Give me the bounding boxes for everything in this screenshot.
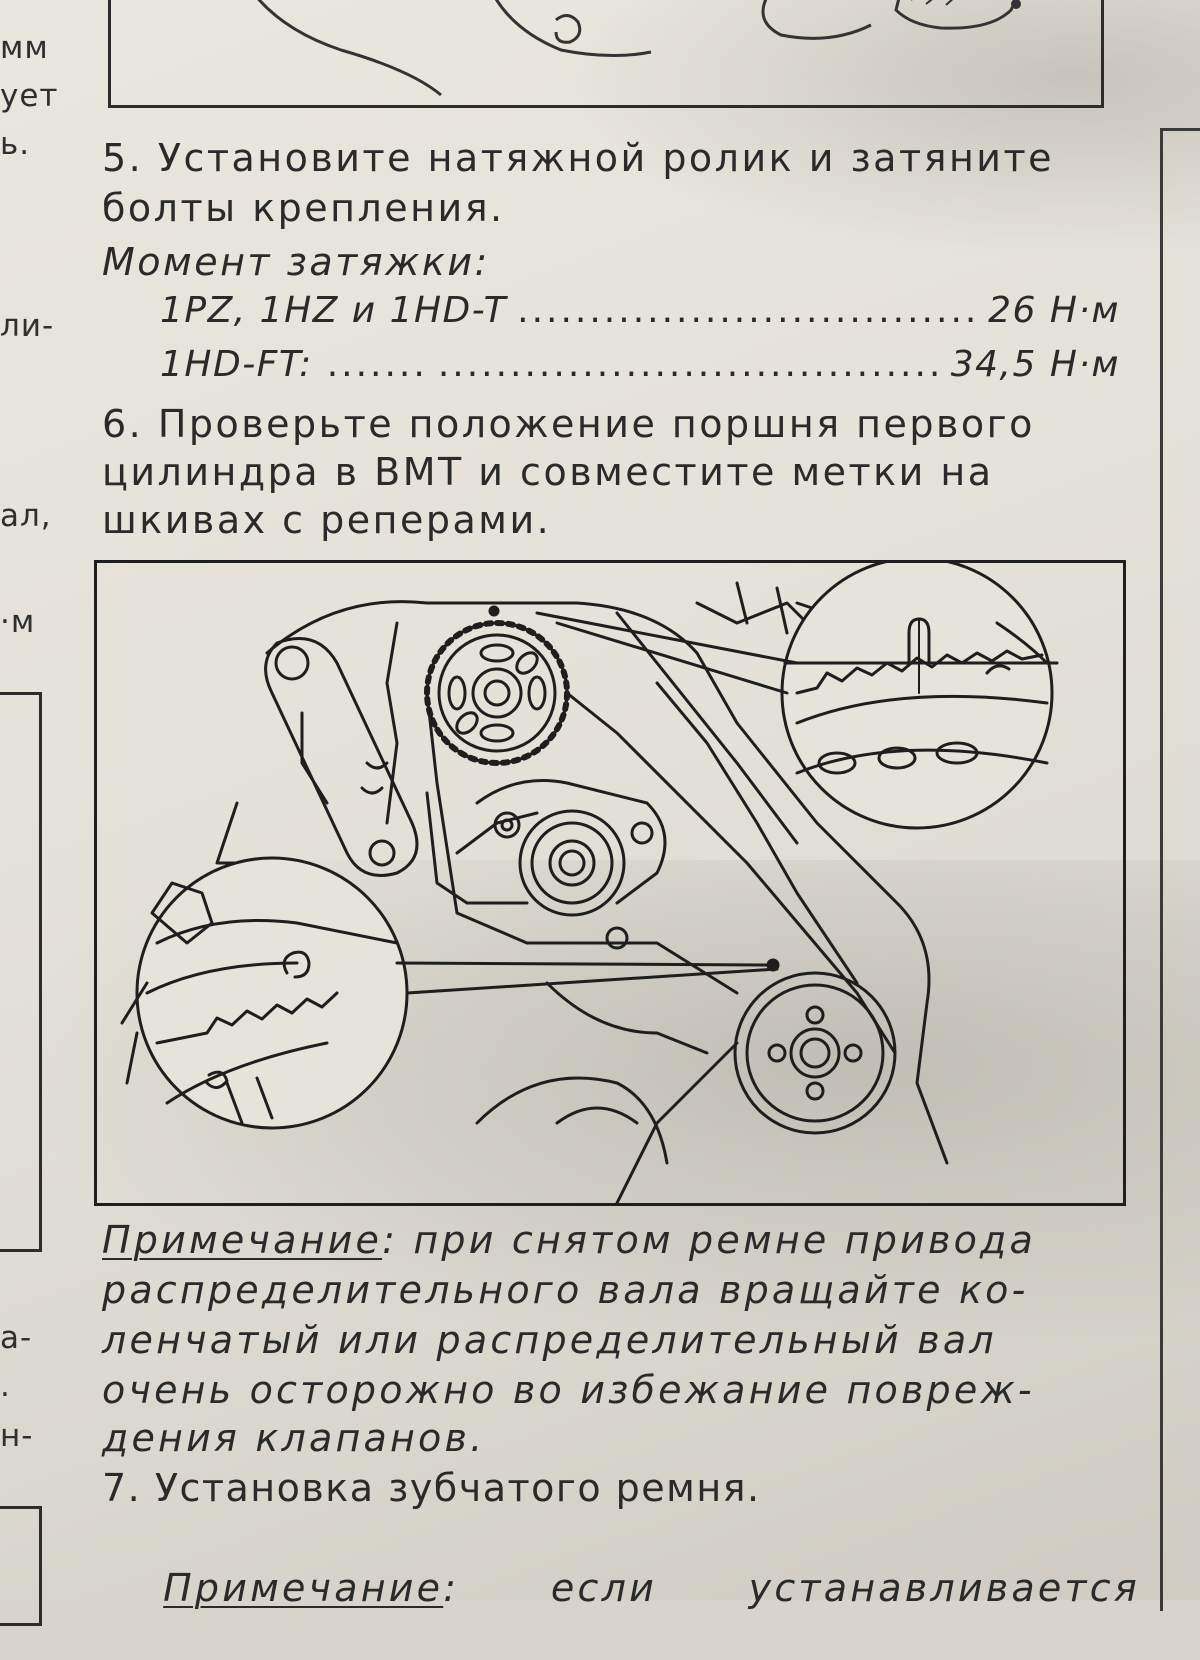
margin-fragment: н-: [0, 1418, 34, 1454]
torque-value: 34,5 Н·м: [950, 344, 1120, 385]
timing-belt-diagram-frame: [94, 560, 1126, 1206]
margin-fragment: ал,: [0, 498, 52, 534]
step5-line1: 5. Установите натяжной ролик и затяните: [102, 136, 1055, 180]
torque-engines: 1HD-FT:: [160, 344, 313, 385]
adjacent-column-frame: [1160, 128, 1200, 1611]
timing-belt-diagram-icon: [120, 563, 1059, 1203]
note1-line2: распределительного вала вращайте ко-: [102, 1268, 1029, 1312]
margin-fragment: ·м: [0, 604, 36, 640]
margin-fragment: ь.: [0, 126, 31, 162]
note1-line1: Примечание: при снятом ремне привода: [102, 1216, 1122, 1264]
note2-label: Примечание: [163, 1566, 444, 1610]
adjacent-figure-frame: [0, 1506, 42, 1626]
torque-row: 1HD-FT: ....... ........................…: [160, 344, 1120, 392]
torque-title: Момент затяжки:: [102, 240, 490, 284]
step6-line3: шкивах с реперами.: [102, 498, 552, 542]
adjacent-figure-frame: [0, 692, 42, 1252]
margin-fragment: .: [0, 1368, 11, 1404]
step5-line2: болты крепления.: [102, 186, 505, 230]
margin-fragment: мм: [0, 30, 49, 66]
note1-label: Примечание: [102, 1218, 383, 1262]
note2-text: : если устанавливается: [443, 1566, 1140, 1610]
torque-row: 1PZ, 1HZ и 1HD-T .......................…: [160, 290, 1120, 338]
leader-dots: ........................................…: [437, 344, 941, 385]
step6-line2: цилиндра в ВМТ и совместите метки на: [102, 450, 994, 494]
note1-line4: очень осторожно во избежание повреж-: [102, 1368, 1035, 1412]
note2-line: Примечание: если устанавливается: [102, 1516, 1137, 1660]
note1-line5: дения клапанов.: [102, 1416, 486, 1460]
book-page: мм ует ь. ли- ал, ·м а- . н- 5. Установи…: [0, 0, 1200, 1626]
previous-figure-drawing: [257, 0, 1021, 97]
margin-fragment: а-: [0, 1320, 33, 1356]
margin-fragment: ли-: [0, 308, 55, 344]
margin-fragment: ует: [0, 78, 59, 114]
leader-dots: ........................................…: [517, 290, 979, 331]
torque-engines: 1PZ, 1HZ и 1HD-T: [160, 290, 508, 331]
torque-value: 26 Н·м: [988, 290, 1120, 331]
leader-dots: .......: [326, 344, 428, 385]
previous-figure-frame: [108, 0, 1104, 108]
note1-text: : при снятом ремне привода: [382, 1218, 1036, 1262]
step6-line1: 6. Проверьте положение поршня первого: [102, 402, 1035, 446]
step7-line1: 7. Установка зубчатого ремня.: [102, 1466, 761, 1510]
note1-line3: ленчатый или распределительный вал: [102, 1318, 997, 1362]
page-shadow: [560, 0, 1200, 260]
